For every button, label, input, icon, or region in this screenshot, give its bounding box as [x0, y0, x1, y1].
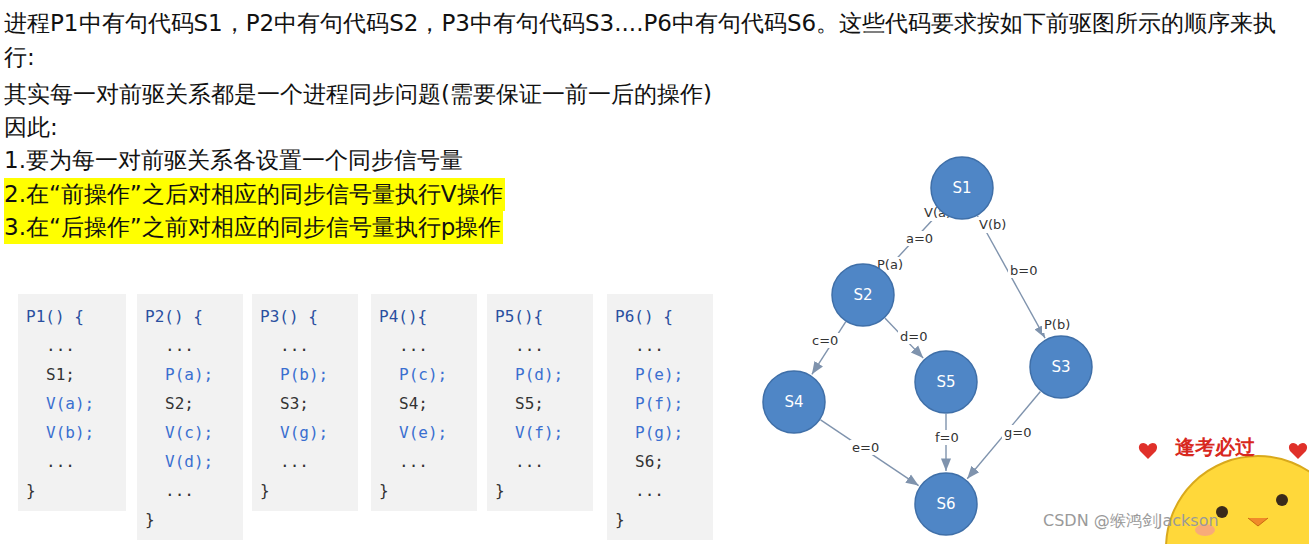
- statement-circle: S6: [914, 472, 978, 536]
- code-line: P4(){: [379, 302, 471, 331]
- statement-label: S3: [1051, 358, 1070, 376]
- semaphore-label: g=0: [1002, 425, 1033, 440]
- code-line: ...: [260, 331, 352, 360]
- text-line: 3.在“后操作”之前对相应的同步信号量执行p操作: [4, 211, 503, 244]
- code-line: ...: [260, 447, 352, 476]
- code-line: V(c);: [145, 418, 237, 447]
- code-line: }: [379, 476, 471, 505]
- code-line: P(f);: [615, 389, 707, 418]
- code-line: P(c);: [379, 360, 471, 389]
- code-line: P(e);: [615, 360, 707, 389]
- code-line: V(g);: [260, 418, 352, 447]
- mascot: [1166, 456, 1309, 544]
- code-line: ...: [495, 447, 587, 476]
- code-line: P(b);: [260, 360, 352, 389]
- watermark: CSDN @缑鸿剑Jackson: [1043, 511, 1219, 530]
- semaphore-label: f=0: [933, 430, 961, 445]
- code-line: V(f);: [495, 418, 587, 447]
- code-line: S5;: [495, 389, 587, 418]
- code-line: }: [615, 505, 707, 534]
- code-line: P3() {: [260, 302, 352, 331]
- precedence-arrow: [812, 322, 846, 374]
- precedence-arrow: [967, 392, 1040, 479]
- code-box: P3() {...P(b);S3;V(g);...}: [252, 294, 358, 511]
- semaphore-label: e=0: [850, 440, 881, 455]
- text-line: 因此:: [4, 111, 58, 144]
- code-line: V(b);: [26, 418, 120, 447]
- code-line: P(d);: [495, 360, 587, 389]
- code-line: ...: [615, 331, 707, 360]
- code-line: P(g);: [615, 418, 707, 447]
- precedence-arrow: [977, 216, 1045, 338]
- code-line: V(e);: [379, 418, 471, 447]
- code-line: P(a);: [145, 360, 237, 389]
- precedence-arrow: [821, 420, 919, 486]
- code-line: }: [26, 476, 120, 505]
- semaphore-label: b=0: [1008, 263, 1039, 278]
- code-line: ...: [145, 331, 237, 360]
- semaphore-label: a=0: [904, 231, 935, 246]
- code-line: }: [495, 476, 587, 505]
- code-line: ...: [495, 331, 587, 360]
- code-line: S3;: [260, 389, 352, 418]
- code-box: P1() {...S1;V(a);V(b);...}: [18, 294, 126, 511]
- statement-circle: S2: [831, 263, 895, 327]
- code-line: P5(){: [495, 302, 587, 331]
- text-line: 进程P1中有句代码S1，P2中有句代码S2，P3中有句代码S3....P6中有句…: [4, 6, 1304, 74]
- code-line: ...: [26, 447, 120, 476]
- statement-circle: S3: [1029, 335, 1093, 399]
- code-line: S6;: [615, 447, 707, 476]
- code-line: }: [145, 505, 237, 534]
- statement-label: S4: [784, 393, 803, 411]
- text-line: 2.在“前操作”之后对相应的同步信号量执行V操作: [4, 178, 505, 211]
- code-line: ...: [379, 331, 471, 360]
- statement-label: S6: [936, 495, 955, 513]
- code-line: ...: [615, 476, 707, 505]
- operation-label: V(b): [977, 217, 1008, 233]
- statement-circle: S5: [914, 350, 978, 414]
- code-line: ...: [145, 476, 237, 505]
- statement-circle: S1: [930, 156, 994, 220]
- code-line: P6() {: [615, 302, 707, 331]
- code-box: P6() {...P(e);P(f);P(g);S6;...}: [607, 294, 713, 540]
- statement-label: S2: [853, 286, 872, 304]
- code-line: ...: [379, 447, 471, 476]
- code-line: S1;: [26, 360, 120, 389]
- sticker-text: 逢考必过: [1175, 436, 1255, 459]
- text-line: 1.要为每一对前驱关系各设置一个同步信号量: [4, 144, 463, 177]
- code-box: P5(){...P(d);S5;V(f);...}: [487, 294, 593, 511]
- statement-label: S1: [952, 179, 971, 197]
- code-line: S4;: [379, 389, 471, 418]
- semaphore-label: d=0: [898, 329, 929, 344]
- operation-label: P(b): [1042, 317, 1072, 333]
- code-line: S2;: [145, 389, 237, 418]
- code-line: ...: [26, 331, 120, 360]
- code-line: }: [260, 476, 352, 505]
- code-box: P2() {...P(a);S2;V(c);V(d);...}: [137, 294, 243, 540]
- code-line: V(a);: [26, 389, 120, 418]
- semaphore-label: c=0: [810, 333, 840, 348]
- code-line: V(d);: [145, 447, 237, 476]
- code-line: P1() {: [26, 302, 120, 331]
- code-line: P2() {: [145, 302, 237, 331]
- text-line: 其实每一对前驱关系都是一个进程同步问题(需要保证一前一后的操作): [4, 78, 712, 111]
- statement-label: S5: [936, 373, 955, 391]
- code-box: P4(){...P(c);S4;V(e);...}: [371, 294, 477, 511]
- statement-circle: S4: [762, 370, 826, 434]
